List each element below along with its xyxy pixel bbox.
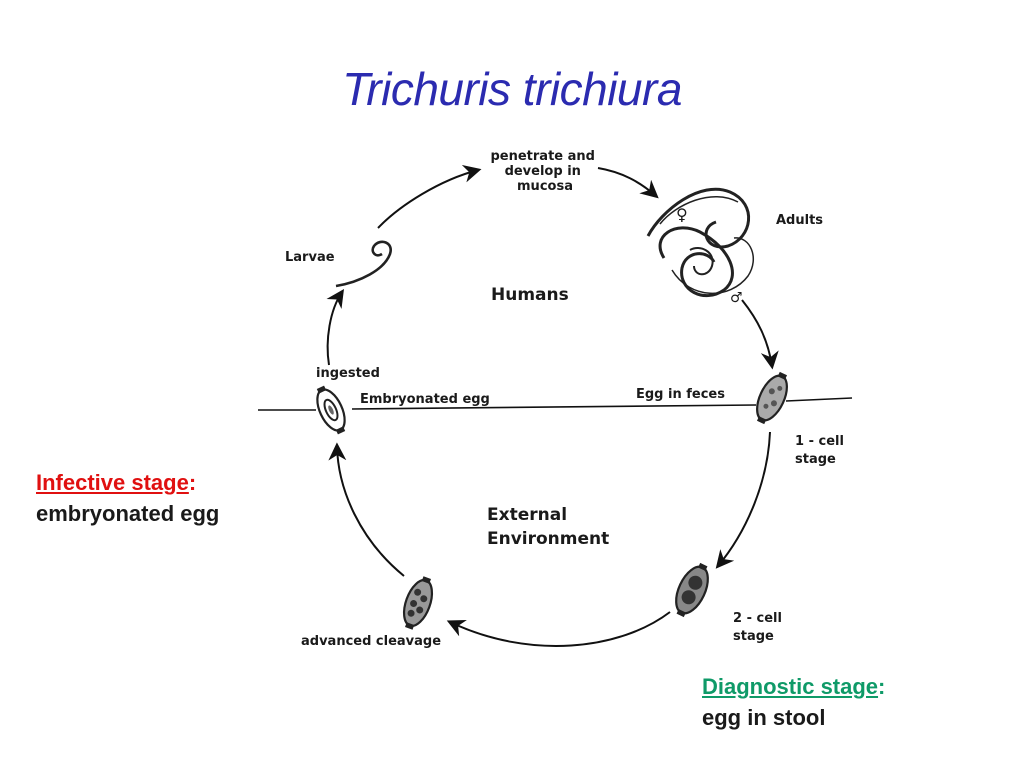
slide-title: Trichuris trichiura — [342, 63, 682, 115]
two-cell-label: 2 - cell stage — [733, 611, 786, 644]
egg-in-feces-icon — [756, 371, 788, 425]
divider-right — [785, 397, 853, 402]
female-symbol: ♀ — [676, 205, 688, 224]
ingested-label: ingested — [316, 366, 380, 381]
humans-label: Humans — [491, 285, 569, 305]
external-label-line-2: Environment — [487, 529, 609, 549]
one-cell-label: 1 - cell stage — [795, 434, 848, 467]
male-symbol: ♂ — [730, 290, 743, 306]
diagnostic-stage-description: egg in stool — [702, 705, 826, 730]
diagnostic-stage-heading: Diagnostic stage — [702, 674, 879, 699]
two-cell-label-line-1: 2 - cell — [733, 611, 782, 626]
two-cell-label-line-2: stage — [733, 629, 774, 644]
external-environment-label: External Environment — [487, 505, 609, 549]
arrow-2cell-to-advanced — [446, 611, 671, 647]
arrow-adults-to-egg — [741, 299, 779, 370]
embryonated-egg-icon — [316, 385, 346, 435]
arrow-mucosa-to-adults — [597, 167, 659, 199]
advanced-cleavage-label: advanced cleavage — [301, 634, 441, 649]
diagnostic-stage-colon: : — [878, 674, 886, 699]
arrow-larvae-to-mucosa — [377, 164, 482, 229]
infective-stage-note: Infective stage: embryonated egg — [36, 467, 219, 529]
mucosa-label-line-2: develop in — [505, 164, 581, 179]
infective-stage-colon: : — [188, 470, 197, 495]
advanced-cleavage-egg-icon — [402, 576, 434, 630]
arrow-ingested-to-larvae — [326, 289, 344, 366]
divider-middle — [351, 404, 757, 410]
mucosa-label: penetrate and develop in mucosa — [490, 149, 599, 194]
adults-label: Adults — [776, 213, 823, 228]
larvae-label: Larvae — [285, 250, 335, 265]
adult-worms-illustration — [646, 187, 754, 297]
one-cell-label-line-1: 1 - cell — [795, 434, 844, 449]
diagnostic-stage-note: Diagnostic stage: egg in stool — [702, 671, 885, 733]
arrow-advanced-to-embryonated — [328, 442, 405, 577]
larva-illustration — [335, 240, 392, 288]
arrow-egg-to-2cell — [715, 431, 771, 569]
one-cell-label-line-2: stage — [795, 452, 836, 467]
two-cell-egg-icon — [675, 562, 709, 618]
mucosa-label-line-3: mucosa — [517, 179, 573, 194]
external-label-line-1: External — [487, 505, 567, 525]
embryonated-egg-label: Embryonated egg — [360, 392, 490, 407]
egg-in-feces-label: Egg in feces — [636, 387, 725, 402]
infective-stage-description: embryonated egg — [36, 501, 220, 526]
mucosa-label-line-1: penetrate and — [490, 149, 594, 164]
infective-stage-heading: Infective stage — [36, 470, 189, 495]
